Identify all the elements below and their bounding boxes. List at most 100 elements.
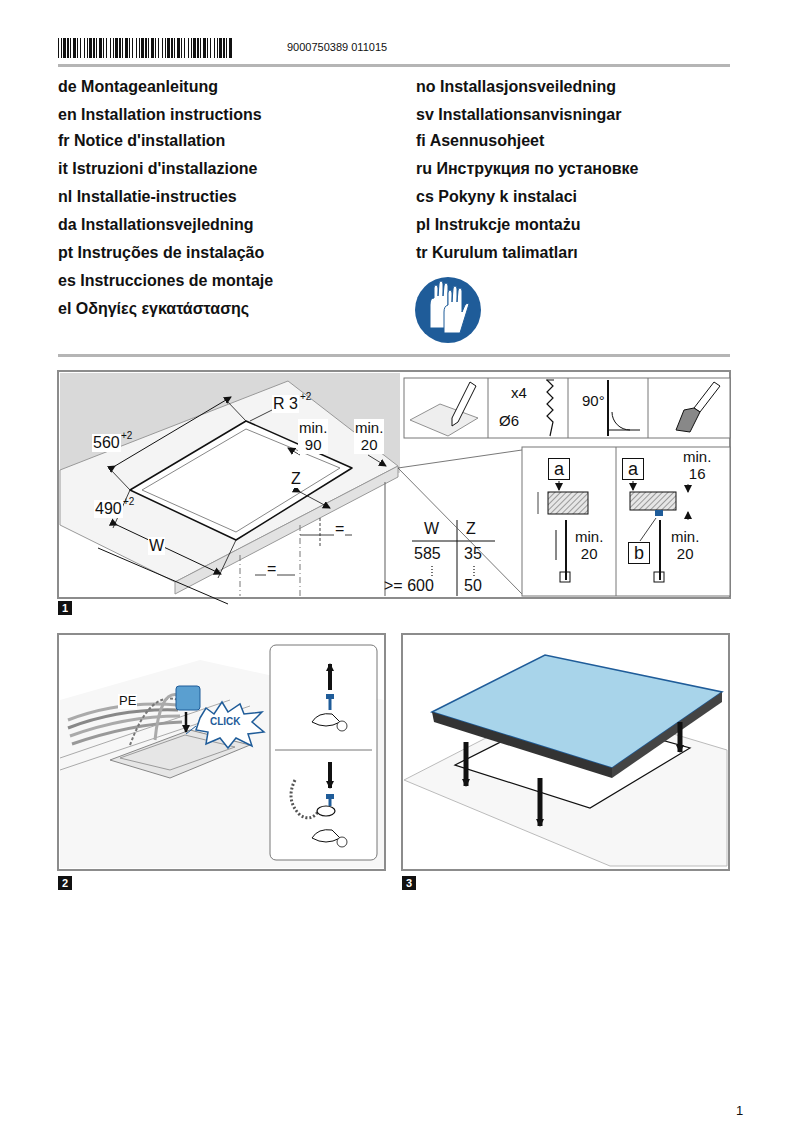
barcode-bar	[158, 38, 159, 58]
dimension-label: +2	[300, 391, 311, 403]
dimension-label: min. 20	[574, 528, 604, 563]
barcode-bar	[129, 38, 130, 58]
barcode-bar	[84, 38, 85, 58]
dimension-label: Ø6	[499, 412, 519, 429]
language-title: cs Pokyny k instalaci	[416, 188, 577, 206]
barcode-bar	[110, 38, 111, 58]
barcode-bar	[80, 38, 81, 58]
barcode-bar	[155, 38, 156, 58]
step-number: 3	[402, 876, 416, 890]
language-title: fi Asennusohjeet	[416, 132, 544, 150]
barcode-bar	[191, 38, 192, 58]
barcode-bar	[217, 38, 218, 58]
barcode-bar	[229, 38, 232, 58]
language-title: nl Installatie-instructies	[58, 188, 237, 206]
step-number: 2	[58, 876, 72, 890]
node-text: a	[554, 460, 564, 478]
language-title: pl Instrukcje montażu	[416, 216, 580, 234]
barcode-bar	[210, 38, 211, 58]
barcode-bar	[93, 38, 95, 58]
barcode-bar	[207, 38, 208, 58]
barcode-bar	[148, 38, 149, 58]
barcode-bar	[188, 38, 189, 58]
barcode-bar	[174, 38, 175, 58]
dimension-label: =	[266, 560, 277, 578]
barcode-bar	[181, 38, 182, 58]
barcode-bar	[177, 38, 180, 58]
dimension-label: R 3	[272, 395, 299, 413]
node-text: 1	[62, 603, 68, 614]
language-title: es Instrucciones de montaje	[58, 272, 273, 290]
language-title: pt Instruções de instalação	[58, 244, 264, 262]
barcode-bar	[125, 38, 128, 58]
dimension-label: 50	[464, 577, 482, 595]
barcode-bar	[70, 38, 71, 58]
barcode-bar	[87, 38, 88, 58]
node-text: b	[634, 544, 644, 562]
callout-box: a	[622, 458, 644, 480]
language-title: de Montageanleitung	[58, 78, 218, 96]
barcode-bar	[139, 38, 140, 58]
barcode-bar	[132, 38, 133, 58]
barcode-bar	[171, 38, 173, 58]
dimension-label: W	[148, 537, 165, 555]
barcode-bar	[145, 38, 147, 58]
language-title: tr Kurulum talimatları	[416, 244, 578, 262]
dimension-label: W	[424, 520, 439, 538]
dimension-label: 490	[94, 500, 123, 518]
barcode-bar	[193, 38, 196, 58]
node-text: 3	[406, 878, 412, 889]
barcode-bar	[99, 38, 102, 58]
dimension-label: Z	[290, 470, 302, 488]
language-title: 9000750389 011015	[287, 41, 387, 54]
dimension-label: 90°	[581, 392, 606, 409]
dimension-label: min. 16	[682, 448, 712, 483]
dimension-label: min. 90	[298, 419, 328, 454]
callout-box: b	[628, 542, 650, 564]
step-number: 1	[58, 601, 72, 615]
dimension-label: +2	[121, 430, 132, 442]
dimension-label: =	[334, 520, 345, 538]
language-title: it Istruzioni d'installazione	[58, 160, 257, 178]
language-title: fr Notice d'installation	[58, 132, 225, 150]
dimension-label: 560	[92, 434, 121, 452]
language-title: en Installation instructions	[58, 106, 262, 124]
dimension-label: 1	[736, 1104, 743, 1119]
barcode-bar	[106, 38, 107, 58]
barcode-bar	[226, 38, 227, 58]
barcode-bar	[184, 38, 185, 58]
language-title: no Installasjonsveiledning	[416, 78, 616, 96]
dimension-label: PE	[118, 694, 137, 709]
barcode-bar	[200, 38, 201, 58]
dimension-label: +2	[123, 496, 134, 508]
barcode-bar	[58, 38, 59, 58]
barcode-bar	[219, 38, 222, 58]
barcode-bar	[141, 38, 144, 58]
dimension-label: CLICK	[210, 716, 241, 728]
barcode-bar	[223, 38, 225, 58]
language-title: sv Installationsanvisningar	[416, 106, 621, 124]
barcode-bar	[73, 38, 76, 58]
dimension-label: 35	[464, 545, 482, 563]
barcode-bar	[115, 38, 118, 58]
dimension-label: min. 20	[670, 528, 700, 563]
barcode-bar	[63, 38, 66, 58]
dimension-label: >= 600	[384, 577, 434, 595]
language-title: el Οδηγίες εγκατάστασης	[58, 300, 249, 318]
node-text: 2	[62, 878, 68, 889]
barcode-bar	[96, 38, 97, 58]
barcode-bar	[103, 38, 104, 58]
language-title: ru Инструкция по установке	[416, 160, 638, 178]
dimension-label: min. 20	[354, 419, 384, 454]
barcode-bar	[67, 38, 69, 58]
barcode-bar	[119, 38, 121, 58]
barcode-bar	[197, 38, 199, 58]
language-title: da Installationsvejledning	[58, 216, 254, 234]
barcode-bar	[136, 38, 137, 58]
barcode-bar	[162, 38, 163, 58]
dimension-label: 585	[414, 545, 441, 563]
barcode-bar	[61, 38, 62, 58]
callout-box: a	[548, 458, 570, 480]
node-text: a	[628, 460, 638, 478]
